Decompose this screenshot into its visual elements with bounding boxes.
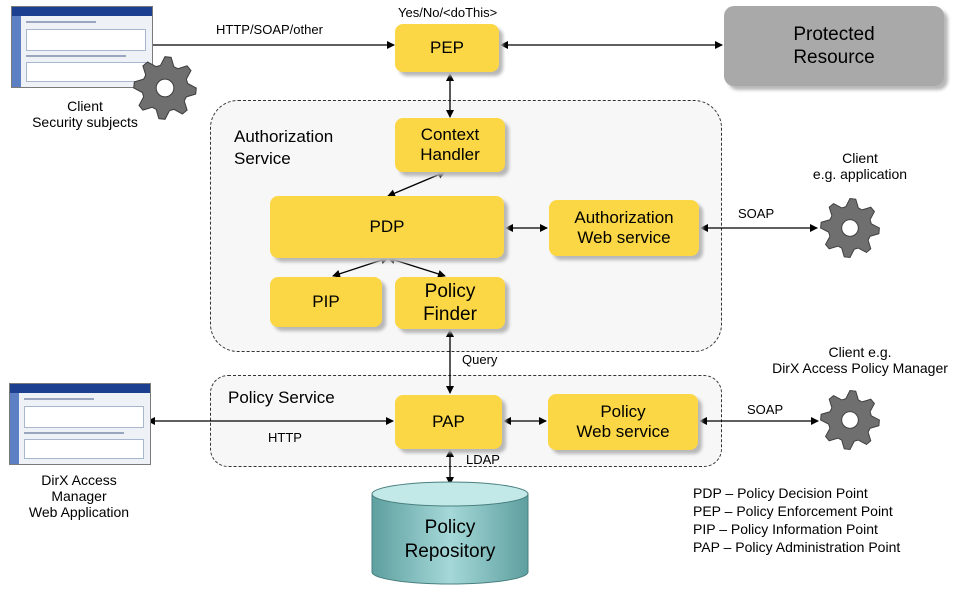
ldap-label: LDAP — [466, 452, 500, 467]
legend: PDP – Policy Decision Point PEP – Policy… — [693, 484, 900, 556]
client-screenshot-top — [11, 6, 153, 88]
policy-finder-box: Policy Finder — [395, 277, 505, 329]
policy-soap-label: SOAP — [747, 402, 784, 417]
repository-cylinder-icon — [371, 481, 529, 585]
legend-item: PEP – Policy Enforcement Point — [693, 503, 893, 519]
policy-repository-label: Policy Repository — [404, 517, 496, 562]
authorization-web-service-box: Authorization Web service — [549, 200, 699, 256]
context-handler-box: Context Handler — [395, 118, 505, 172]
pip-box: PIP — [270, 277, 382, 327]
client-screenshot-bottom — [9, 383, 151, 465]
pdp-box: PDP — [270, 196, 504, 258]
pep-box: PEP — [395, 24, 499, 72]
client-security-subjects-label: Client Security subjects — [32, 98, 138, 130]
query-label: Query — [462, 352, 498, 367]
policy-service-label: Policy Service — [228, 388, 335, 407]
client-application-label: Client e.g. application — [812, 150, 908, 182]
authorization-service-label: Authorization Service — [234, 127, 334, 168]
legend-item: PAP – Policy Administration Point — [693, 539, 901, 555]
client-dirx-web-app-label: DirX Access Manager Web Application — [28, 472, 130, 520]
legend-item: PIP – Policy Information Point — [693, 521, 878, 537]
protected-resource-box: Protected Resource — [724, 6, 944, 86]
pdp-finder-arrow — [387, 256, 446, 278]
pdp-pip-arrow — [332, 256, 389, 278]
policy-web-service-box: Policy Web service — [548, 394, 698, 450]
pap-box: PAP — [395, 395, 502, 449]
http-label: HTTP — [268, 430, 302, 445]
client-pep-protocol-label: HTTP/SOAP/other — [216, 22, 323, 37]
gear-icon — [820, 390, 880, 450]
authz-soap-label: SOAP — [738, 206, 775, 221]
client-dirx-apm-label: Client e.g. DirX Access Policy Manager — [772, 344, 948, 376]
context-pdp-arrow — [387, 171, 446, 197]
pep-response-label: Yes/No/<doThis> — [398, 5, 498, 20]
gear-icon — [820, 198, 880, 258]
legend-item: PDP – Policy Decision Point — [693, 485, 868, 501]
gear-icon — [133, 56, 197, 120]
